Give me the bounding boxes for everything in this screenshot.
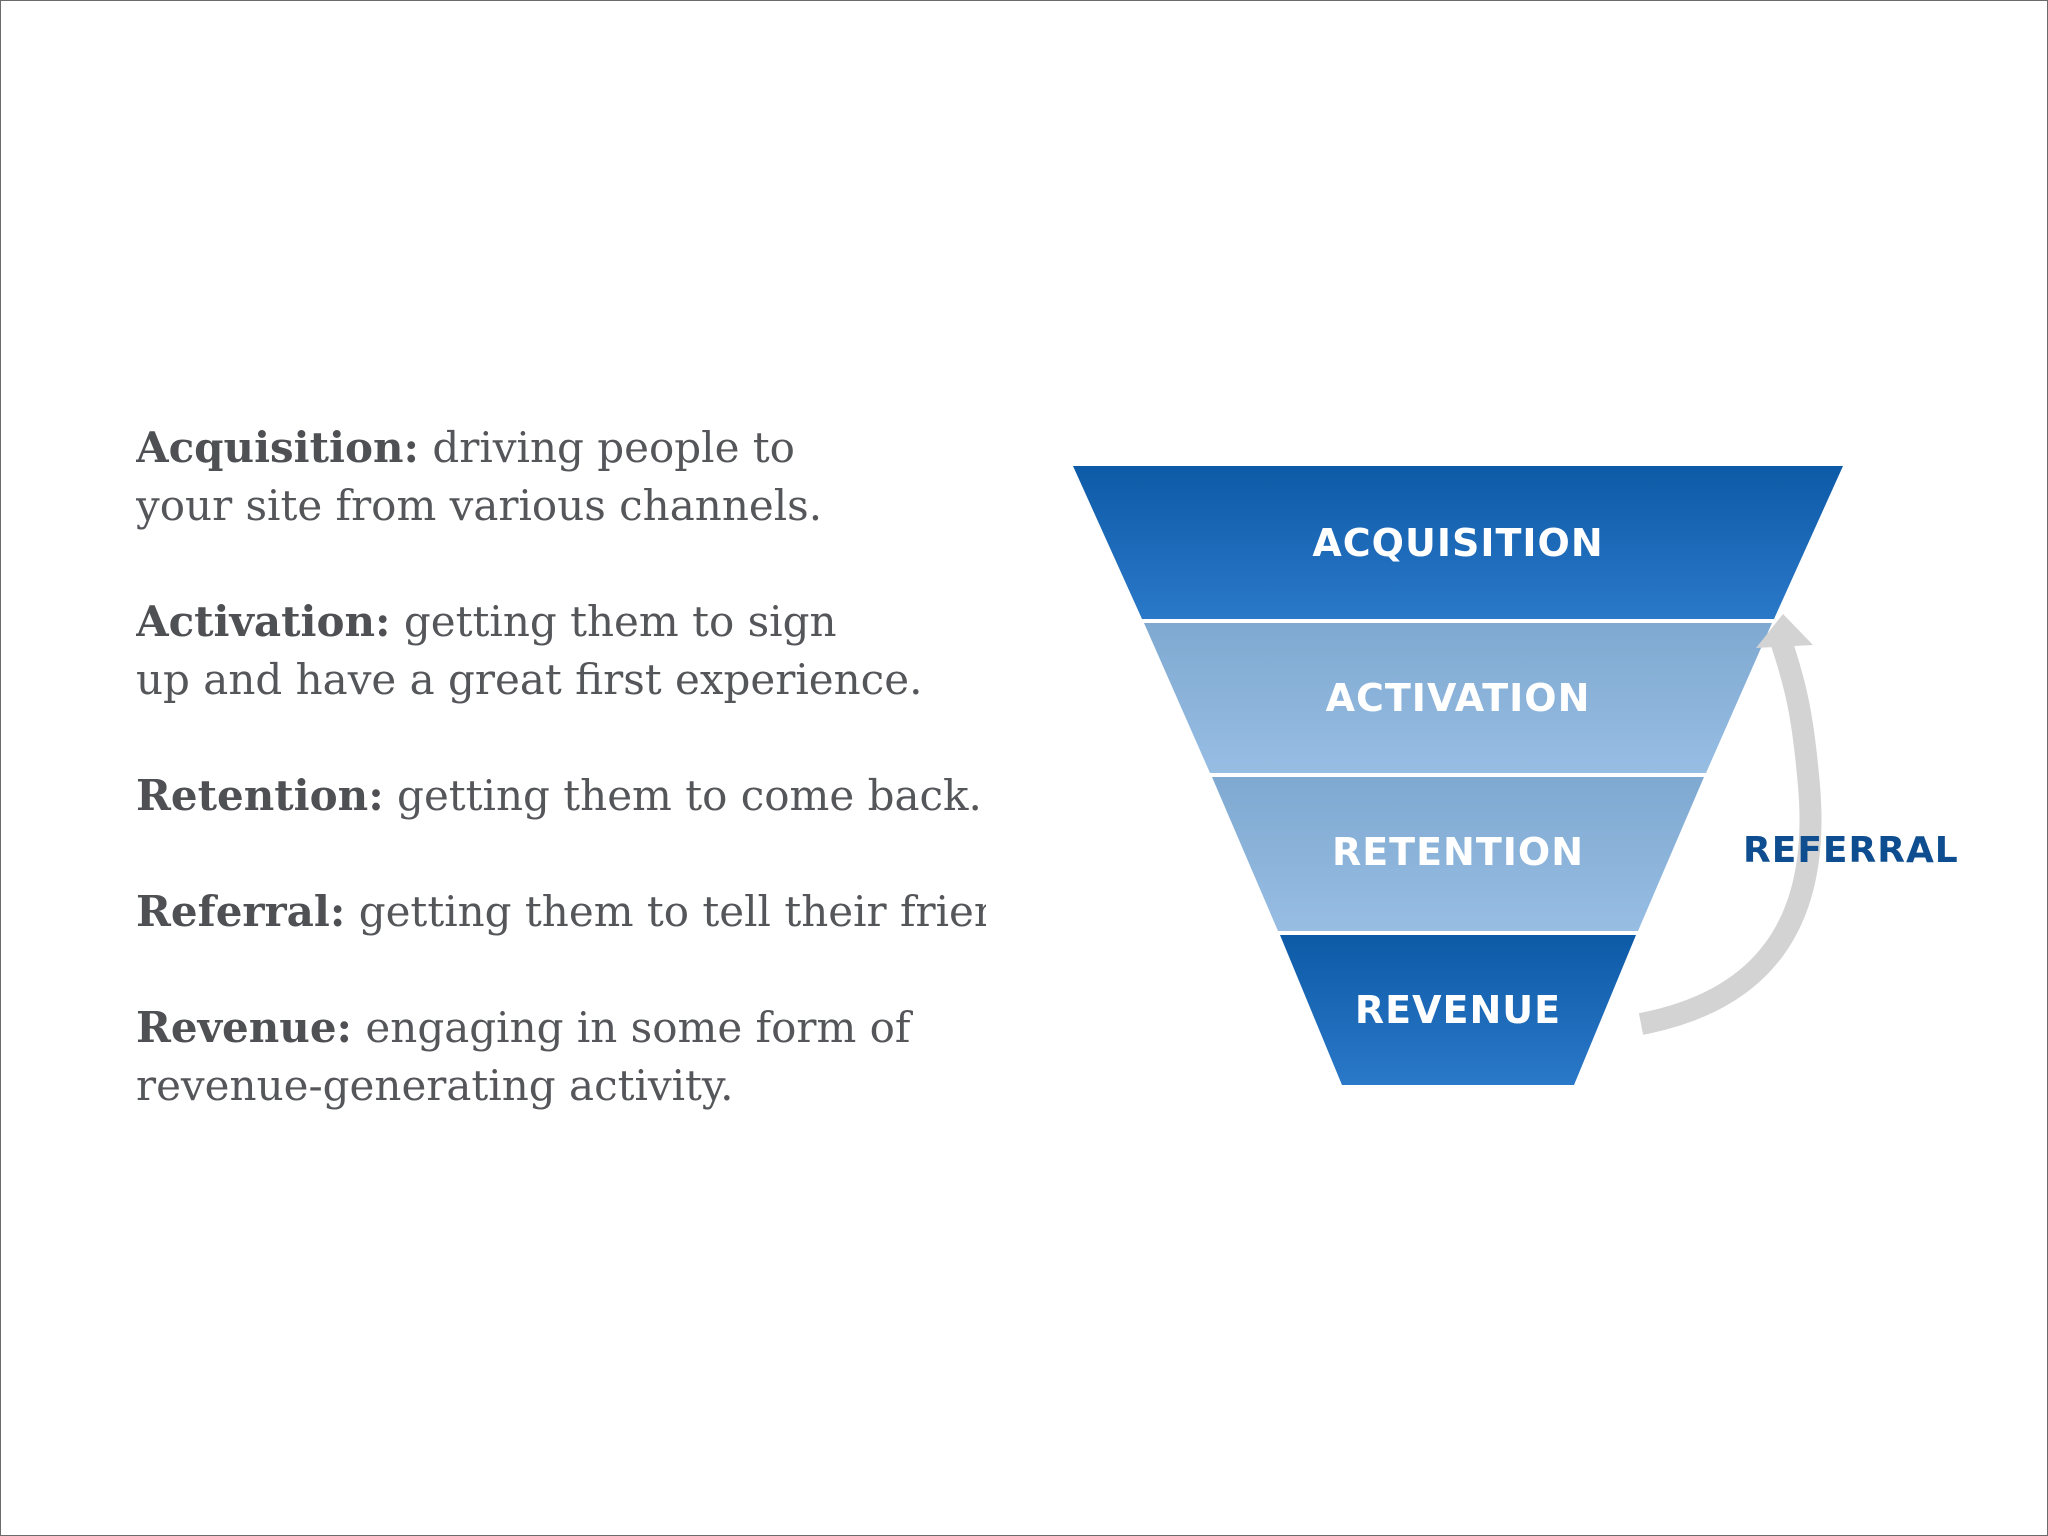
- stage-label-activation: ACTIVATION: [1326, 676, 1591, 720]
- funnel-layer-activation: [1144, 623, 1772, 773]
- definitions-list: Acquisition: driving people to your site…: [136, 419, 986, 1173]
- funnel-layer-retention: [1212, 777, 1704, 931]
- definition-referral: Referral: getting them to tell their fri…: [136, 883, 986, 941]
- stage-label-retention: RETENTION: [1332, 830, 1584, 874]
- funnel-layer-acquisition: [1073, 466, 1843, 619]
- funnel-layer-revenue: [1280, 935, 1636, 1085]
- term-label: Activation:: [136, 597, 391, 646]
- referral-arrowhead-icon: [1756, 614, 1813, 648]
- referral-label: REFERRAL: [1743, 830, 1959, 871]
- stage-label-acquisition: ACQUISITION: [1312, 521, 1603, 565]
- term-label: Referral:: [136, 887, 346, 936]
- definition-text: driving people to: [419, 423, 795, 472]
- definition-text-continued: up and have a great first experience.: [136, 655, 923, 704]
- definition-text: engaging in some form of: [352, 1003, 911, 1052]
- definition-revenue: Revenue: engaging in some form of revenu…: [136, 999, 986, 1115]
- term-label: Revenue:: [136, 1003, 353, 1052]
- referral-loop-arrow: [1638, 637, 1822, 1035]
- term-label: Acquisition:: [136, 423, 420, 472]
- definition-retention: Retention: getting them to come back.: [136, 767, 986, 825]
- stage-label-revenue: REVENUE: [1355, 988, 1561, 1032]
- aarrr-funnel-diagram: ACQUISITION ACTIVATION RETENTION REVENUE…: [1061, 456, 1961, 1096]
- definition-text-continued: revenue-generating activity.: [136, 1061, 734, 1110]
- definition-acquisition: Acquisition: driving people to your site…: [136, 419, 986, 535]
- funnel-svg: ACQUISITION ACTIVATION RETENTION REVENUE…: [1073, 466, 1959, 1085]
- term-label: Retention:: [136, 771, 384, 820]
- definition-text: getting them to come back.: [383, 771, 982, 820]
- definition-text: getting them to tell their friends.: [358, 887, 986, 936]
- definition-activation: Activation: getting them to sign up and …: [136, 593, 986, 709]
- definition-text-continued: your site from various channels.: [136, 481, 823, 530]
- definition-text: getting them to sign: [390, 597, 837, 646]
